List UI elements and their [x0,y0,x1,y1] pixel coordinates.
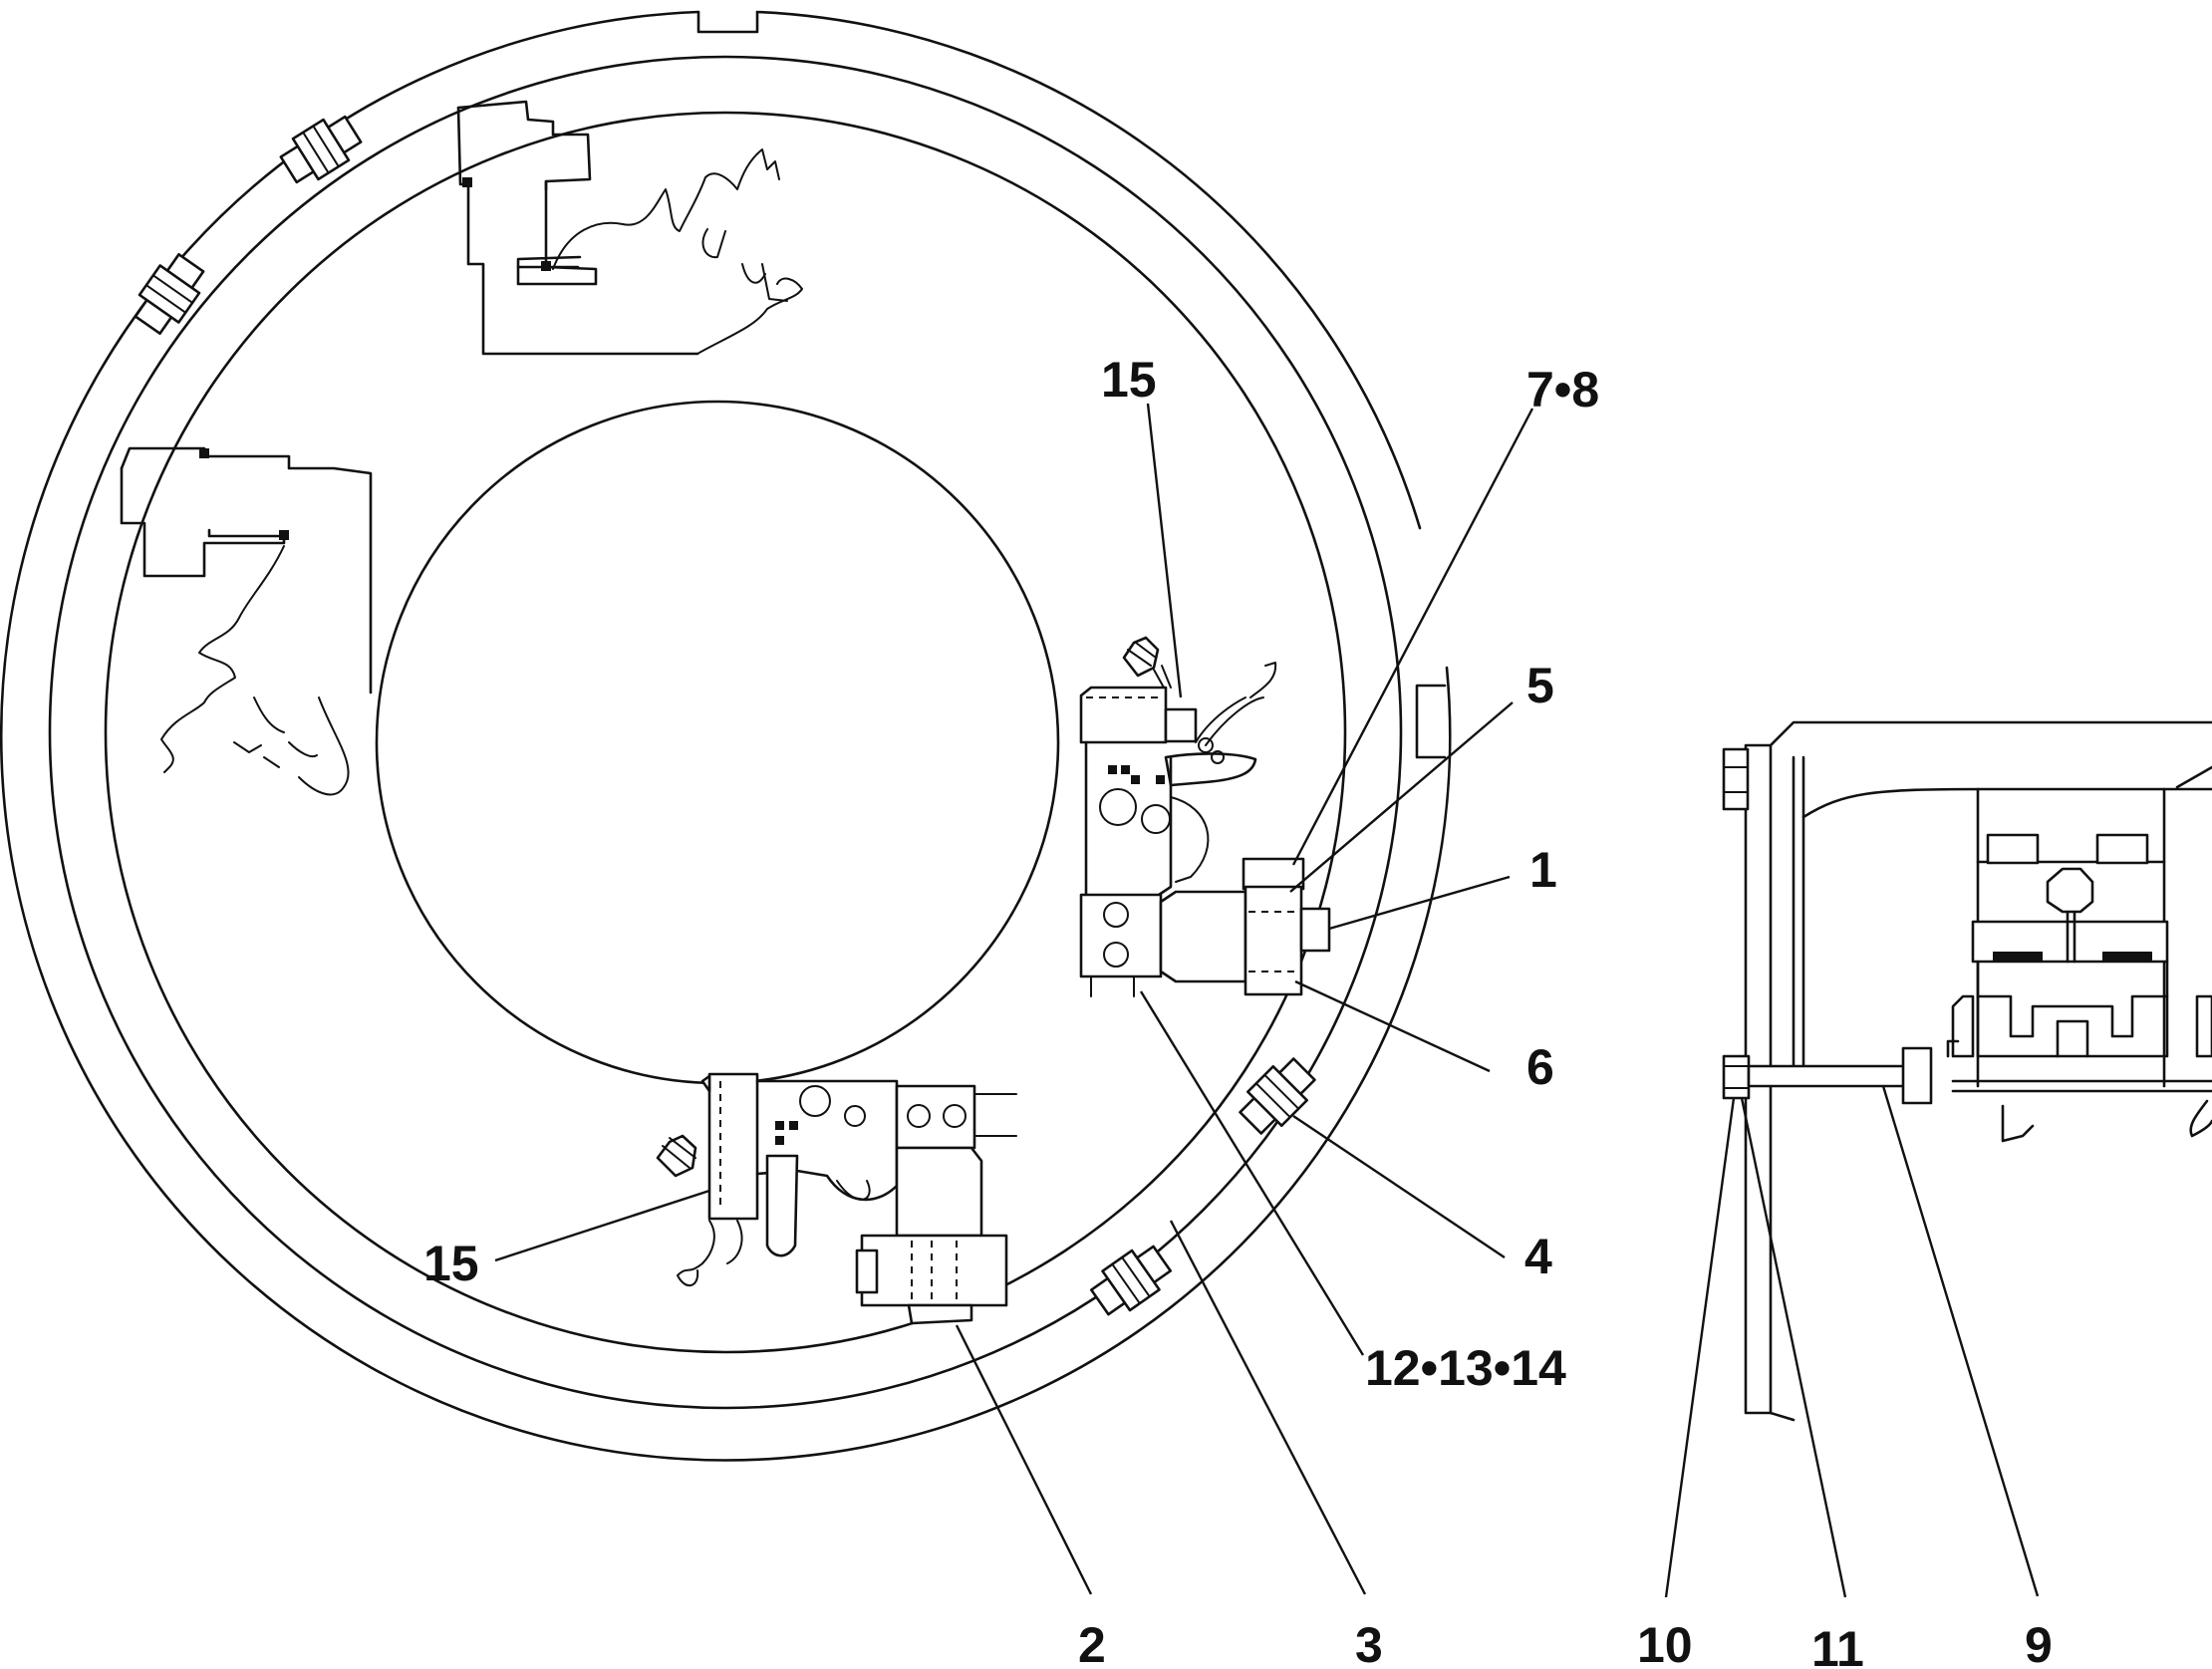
ring-assembly [0,10,1452,1462]
outer-ring [0,10,1452,1462]
callout-6: 6 [1526,1039,1554,1095]
callout-5: 5 [1526,658,1554,713]
callout-2: 2 [1078,1617,1106,1669]
inner-bore [375,400,1060,1085]
callout-labels: 15 7•8 5 1 6 4 12•13•14 15 2 3 10 11 9 [423,352,2053,1669]
callout-1: 1 [1529,842,1557,898]
callout-10: 10 [1637,1617,1693,1669]
top-notch [696,10,759,34]
left-bracket [120,446,373,796]
upper-bracket [456,100,803,356]
ring-clip-bolts [134,115,1316,1316]
callout-15-bottom: 15 [423,1236,479,1291]
side-view [1722,720,2212,1422]
callout-12-13-14: 12•13•14 [1365,1340,1566,1396]
middle-ring [48,55,1403,1410]
right-valve-group [1079,636,1331,997]
right-notch [1415,684,1447,759]
callout-9: 9 [2025,1617,2053,1669]
callout-11: 11 [1811,1621,1864,1669]
callout-15-top: 15 [1101,352,1157,408]
bottom-valve-group [656,1072,1017,1325]
callout-3: 3 [1355,1617,1383,1669]
callout-7-8: 7•8 [1526,362,1599,417]
callout-4: 4 [1524,1229,1552,1284]
flange-ring [104,111,1347,1354]
leader-lines [494,403,2040,1598]
